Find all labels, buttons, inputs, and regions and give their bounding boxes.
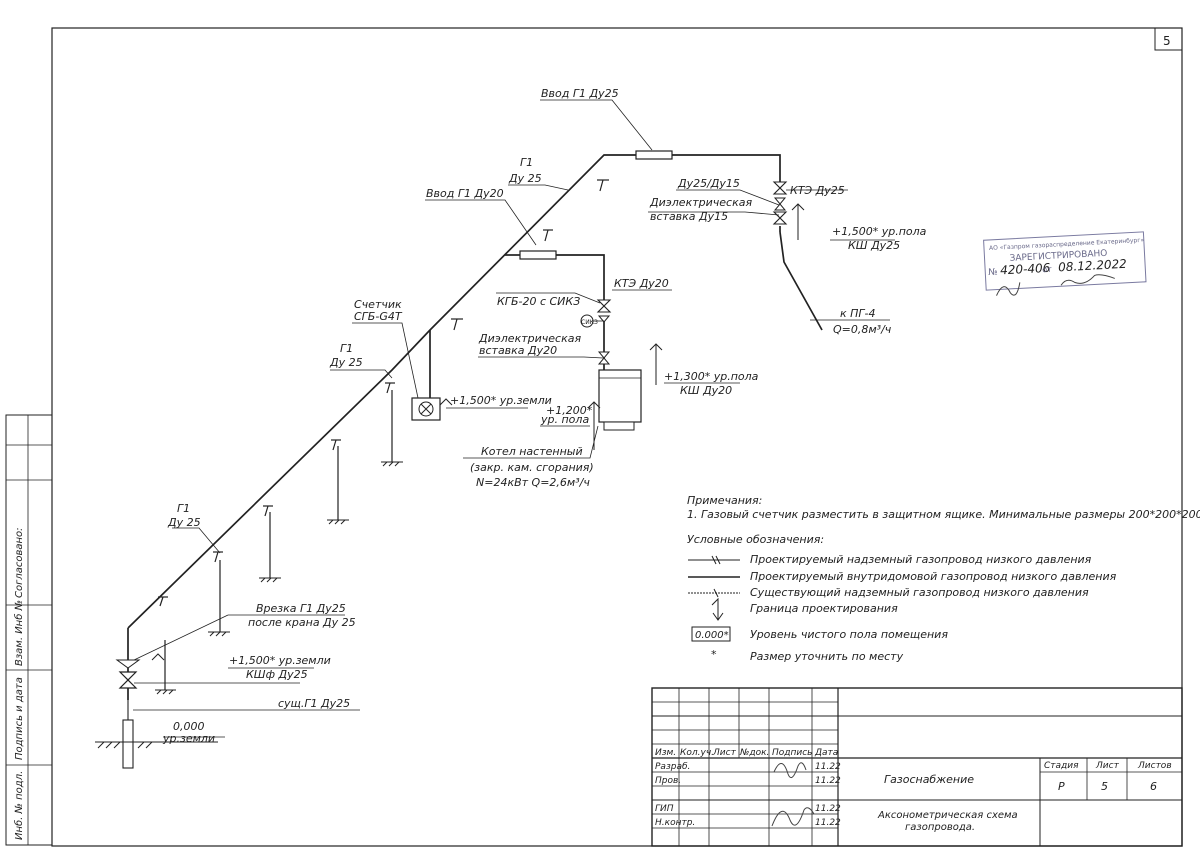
- label-zero: 0,000: [173, 720, 205, 733]
- stamp-no-label: №: [988, 268, 998, 278]
- tb-role-0: Разраб.: [655, 762, 690, 772]
- label-boiler-3: N=24кВт Q=2,6м³/ч: [476, 476, 590, 489]
- tb-role-4: Н.контр.: [655, 818, 695, 828]
- tb-col-podpis: Подпись: [772, 748, 812, 758]
- label-g1-low: Г1: [177, 502, 190, 515]
- tb-date-3: 11.22: [815, 804, 841, 814]
- label-du25-mid: Ду 25: [329, 356, 363, 369]
- stamp-no-value: 420-406: [1000, 261, 1051, 278]
- label-vstavka-du20: вставка Ду20: [479, 344, 557, 357]
- label-vvod-du25: Ввод Г1 Ду25: [541, 87, 619, 100]
- tb-drawing-2: газопровода.: [905, 822, 975, 833]
- title-block: [651, 687, 1183, 847]
- tb-col-data: Дата: [814, 748, 838, 758]
- side-label-soglasovano: Согласовано:: [14, 527, 25, 598]
- label-boiler-1: Котел настенный: [481, 445, 583, 458]
- label-boiler-2: (закр. кам. сгорания): [470, 461, 594, 474]
- vvod-du20-insert: [519, 250, 557, 260]
- label-sush-g1: сущ.Г1 Ду25: [278, 697, 350, 710]
- notes-title: Примечания:: [687, 494, 762, 507]
- label-kte-du20: КТЭ Ду20: [614, 277, 669, 290]
- tb-col-koluch: Кол.уч.: [680, 748, 714, 758]
- label-kte-du25: КТЭ Ду25: [790, 184, 845, 197]
- label-ur-zemli: ур.земли: [162, 732, 215, 745]
- kte-du25-valve: [772, 181, 788, 195]
- label-vvod-du20: Ввод Г1 Ду20: [426, 187, 504, 200]
- tb-sheet: 5: [1101, 780, 1108, 793]
- tb-role-1: Пров.: [655, 776, 681, 786]
- tb-stage: Р: [1058, 780, 1065, 793]
- label-vrezka-2: после крана Ду 25: [248, 616, 356, 629]
- leader-lines: [133, 99, 895, 738]
- sheet-frame: [51, 27, 1183, 847]
- tb-project: Газоснабжение: [884, 773, 974, 786]
- tb-date-0: 11.22: [815, 762, 841, 772]
- stamp-ot: от: [1042, 265, 1052, 275]
- gas-pipeline: СИКЗ: [95, 150, 823, 769]
- registration-stamp: АО «Газпром газораспределение Екатеринбу…: [983, 231, 1147, 296]
- label-ur-pola: ур. пола: [540, 413, 589, 426]
- tb-sheets-h: Листов: [1137, 761, 1172, 771]
- tb-drawing-1: Аксонометрическая схема: [877, 810, 1018, 821]
- notes-item-1: 1. Газовый счетчик разместить в защитном…: [687, 508, 1200, 521]
- legend-item-2: Проектируемый внутридомовой газопровод н…: [750, 570, 1117, 583]
- legend-title: Условные обозначения:: [687, 533, 824, 546]
- label-k-pg4: к ПГ-4: [840, 307, 876, 320]
- tb-stage-h: Стадия: [1044, 761, 1079, 771]
- label-level-1300: +1,300* ур.пола: [664, 370, 759, 383]
- label-g1-mid: Г1: [340, 342, 353, 355]
- sheet-number: 5: [1163, 34, 1171, 48]
- kshf-valve: [118, 671, 138, 689]
- tb-col-izm: Изм.: [655, 748, 676, 758]
- tb-date-4: 11.22: [815, 818, 841, 828]
- stamp-date: 08.12.2022: [1058, 257, 1127, 275]
- label-ksh-du20: КШ Ду20: [680, 384, 732, 397]
- sheet-number-box: [1154, 27, 1183, 51]
- tb-sheet-h: Лист: [1095, 761, 1120, 771]
- label-vstavka-du15: вставка Ду15: [650, 210, 728, 223]
- side-label-inv: Инб. № подл.: [13, 771, 25, 840]
- side-label-podpis: Подпись и дата: [14, 677, 25, 760]
- label-q-pg4: Q=0,8м³/ч: [833, 323, 892, 336]
- vvod-du25-insert: [635, 150, 673, 160]
- tb-col-ndok: №док.: [739, 748, 769, 758]
- legend-item-5: Уровень чистого пола помещения: [750, 628, 948, 641]
- label-vrezka-1: Врезка Г1 Ду25: [256, 602, 346, 615]
- label-kshf: КШф Ду25: [246, 668, 308, 681]
- tb-sheets: 6: [1150, 780, 1157, 793]
- legend-floor-box: [691, 626, 731, 642]
- label-meter-2: СГБ-G4Т: [354, 310, 403, 323]
- label-g1-top: Г1: [520, 156, 533, 169]
- label-dielectric-1: Диэлектрическая: [649, 196, 752, 209]
- kgb-valve: [596, 299, 612, 313]
- label-level-1500-zemli: +1,500* ур.земли: [450, 394, 552, 407]
- legend-star: *: [711, 648, 717, 661]
- label-level-1200: +1,200*: [546, 404, 593, 417]
- side-label-vzam: Взам. Инб №: [13, 600, 25, 666]
- legend-item-1: Проектируемый надземный газопровод низко…: [750, 553, 1092, 566]
- label-du25-low: Ду 25: [167, 516, 201, 529]
- legend-item-4: Граница проектирования: [750, 602, 898, 615]
- tb-role-3: ГИП: [655, 804, 674, 814]
- legend-item-3: Существующий надземный газопровод низког…: [750, 586, 1089, 599]
- label-level-1500-pola: +1,500* ур.пола: [832, 225, 927, 238]
- legend-floor-mark: 0.000*: [695, 630, 729, 641]
- label-meter-1: Счетчик: [354, 298, 402, 311]
- label-dielectric-2: Диэлектрическая: [478, 332, 581, 345]
- label-du25-du15: Ду25/Ду15: [677, 177, 740, 190]
- tb-col-list: Лист: [712, 748, 737, 758]
- sikz-label: СИКЗ: [581, 319, 598, 326]
- side-stamp: Согласовано: Взам. Инб № Подпись и дата …: [5, 414, 53, 846]
- legend-symbols: [688, 555, 740, 621]
- label-kgb: КГБ-20 с СИКЗ: [497, 295, 580, 308]
- label-du25-top: Ду 25: [508, 172, 542, 185]
- label-ksh-du25: КШ Ду25: [848, 239, 900, 252]
- legend-item-6: Размер уточнить по месту: [750, 650, 904, 663]
- label-level-1500-zemli-2: +1,500* ур.земли: [229, 654, 331, 667]
- tb-date-1: 11.22: [815, 776, 841, 786]
